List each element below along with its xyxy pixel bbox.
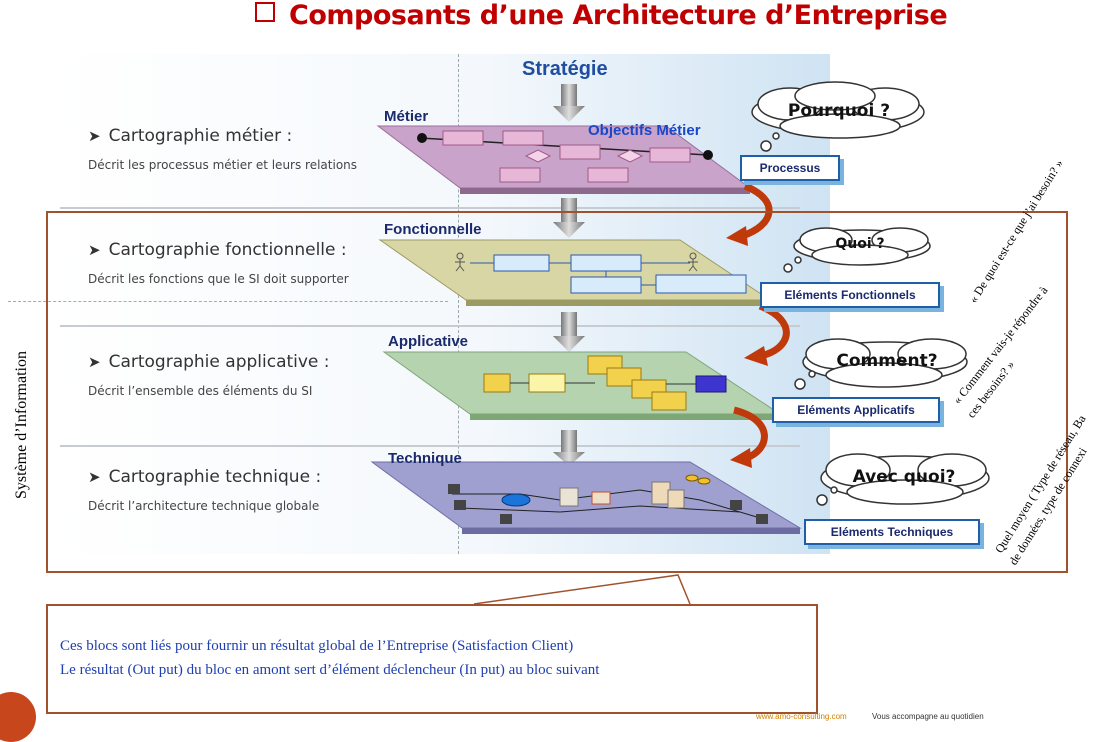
computer-icon xyxy=(756,514,768,524)
server-icon xyxy=(591,491,611,505)
bullet-arrow-icon: ➤ xyxy=(88,127,101,145)
layer-label-metier: Métier xyxy=(384,108,429,125)
systeme-information-frame xyxy=(46,211,1068,573)
footer-link[interactable]: www.amo-consulting.com xyxy=(756,712,847,721)
layer-metier-plane xyxy=(376,125,752,194)
bullet-arrow-icon: ➤ xyxy=(88,468,101,486)
layer-label-fonctionnelle: Fonctionnelle xyxy=(384,221,482,238)
footer-text: Vous accompagne au quotidien xyxy=(872,712,984,721)
bullet-arrow-icon: ➤ xyxy=(88,241,101,259)
cloud-bubble-comment xyxy=(794,338,968,390)
layer-separator xyxy=(60,445,800,447)
down-arrow-icon xyxy=(553,312,585,352)
heading-cartographie-applicative: ➤Cartographie applicative : xyxy=(88,352,330,372)
heading-cartographie-fonctionnelle: ➤Cartographie fonctionnelle : xyxy=(88,240,347,260)
cloud-bubble-pourquoi xyxy=(751,81,925,152)
callout-pointer xyxy=(473,574,691,605)
question-avec-quoi: Avec quoi? xyxy=(852,467,956,487)
architecture-diagram xyxy=(370,81,990,534)
database-icon xyxy=(697,477,711,485)
note-line-1: Ces blocs sont liés pour fournir un résu… xyxy=(60,638,574,654)
note-line-2: Le résultat (Out put) du bloc en amont s… xyxy=(60,662,600,678)
cloud-bubble-avec-quoi xyxy=(816,453,990,506)
down-arrow-icon xyxy=(553,84,585,122)
cloud-bubble-quoi xyxy=(783,227,931,273)
desc-cartographie-applicative: Décrit l’ensemble des éléments du SI xyxy=(88,384,313,398)
layer-separator xyxy=(60,207,800,209)
layer-label-applicative: Applicative xyxy=(388,333,469,350)
actor-icon xyxy=(455,252,465,272)
database-icon xyxy=(685,474,699,482)
computer-icon xyxy=(454,500,466,510)
computer-icon xyxy=(730,500,742,510)
desc-cartographie-fonctionnelle: Décrit les fonctions que le SI doit supp… xyxy=(88,272,349,286)
page-title-text: Composants d’une Architecture d’Entrepri… xyxy=(289,0,948,31)
heading-cartographie-technique: ➤Cartographie technique : xyxy=(88,467,322,487)
layer-fonctionnelle-plane xyxy=(378,239,772,306)
tag-processus: Processus xyxy=(740,155,840,181)
tag-elements-applicatifs: Eléments Applicatifs xyxy=(772,397,940,423)
server-icon xyxy=(559,487,579,507)
curved-arrow-head xyxy=(730,448,752,468)
server-icon xyxy=(667,489,685,509)
question-pourquoi: Pourquoi ? xyxy=(787,101,891,121)
question-quoi: Quoi ? xyxy=(835,236,885,252)
layer-separator xyxy=(60,325,800,327)
curved-arrow-icon xyxy=(758,302,790,360)
curved-arrow-head xyxy=(726,226,748,246)
vertical-divider xyxy=(458,54,459,554)
router-icon xyxy=(501,493,531,507)
note-box: Ces blocs sont liés pour fournir un résu… xyxy=(46,604,818,714)
strategy-label: Stratégie xyxy=(522,58,608,80)
down-arrow-icon xyxy=(553,198,585,238)
down-arrow-icon xyxy=(553,430,585,466)
computer-icon xyxy=(500,514,512,524)
desc-cartographie-metier: Décrit les processus métier et leurs rel… xyxy=(88,158,358,172)
checkbox-bullet-icon xyxy=(255,2,275,22)
actor-icon xyxy=(688,252,698,272)
tag-elements-fonctionnels: Eléments Fonctionnels xyxy=(760,282,940,308)
curved-arrow-head xyxy=(744,346,768,366)
question-comment: Comment? xyxy=(836,351,938,371)
system-boundary-line xyxy=(8,301,448,302)
heading-cartographie-metier: ➤Cartographie métier : xyxy=(88,126,293,146)
layer-label-technique: Technique xyxy=(388,450,462,467)
objectifs-metier-label: Objectifs Métier xyxy=(588,122,701,139)
curved-arrow-icon xyxy=(733,406,768,462)
computer-icon xyxy=(448,484,460,494)
layer-technique-plane xyxy=(370,461,802,534)
bullet-arrow-icon: ➤ xyxy=(88,353,101,371)
desc-cartographie-technique: Décrit l’architecture technique globale xyxy=(88,499,320,513)
page-title: Composants d’une Architecture d’Entrepri… xyxy=(255,0,948,31)
tag-elements-techniques: Eléments Techniques xyxy=(804,519,980,545)
